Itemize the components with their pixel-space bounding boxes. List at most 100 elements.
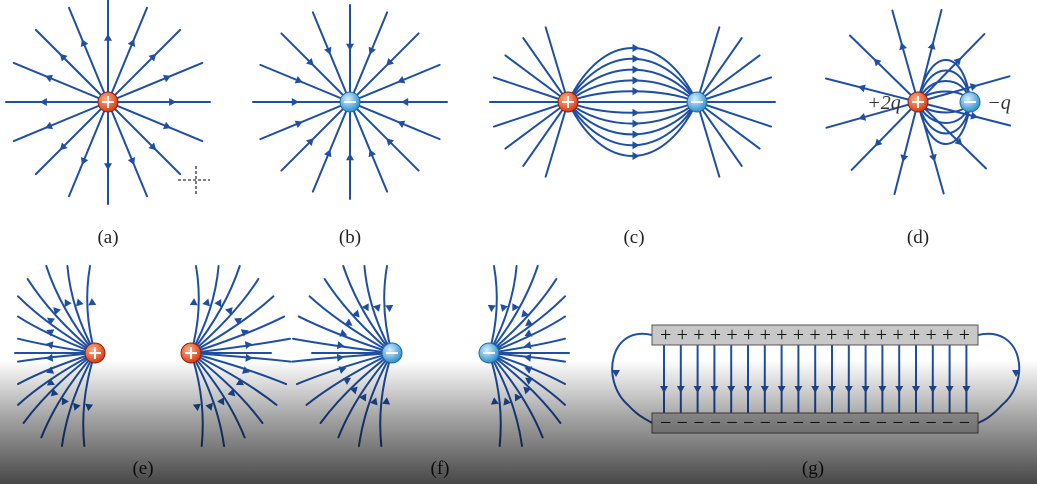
- field-f-arrow: [382, 397, 391, 405]
- field-b-line: [349, 63, 441, 103]
- field-c-outer: [696, 76, 773, 103]
- field-c-line: [567, 101, 698, 136]
- field-e-line: [190, 352, 204, 447]
- field-b-line: [349, 101, 420, 172]
- field-d-arrow: [954, 137, 963, 146]
- field-c-arrow: [632, 44, 640, 52]
- field-d-arrow: [953, 57, 962, 66]
- field-d-loop: [917, 101, 971, 145]
- field-a-arrow: [39, 98, 47, 106]
- field-e-arrow: [47, 317, 56, 326]
- field-f-line: [342, 265, 393, 354]
- field-a-arrow: [163, 74, 172, 83]
- field-a-arrow: [127, 157, 136, 166]
- field-d-arrow: [858, 113, 867, 121]
- charge-label-plus-2q: +2q: [867, 92, 901, 114]
- field-g-fringe-left: [611, 332, 653, 424]
- field-g-arrow: [945, 386, 954, 393]
- field-a-line: [12, 61, 109, 103]
- field-e-arrow: [202, 298, 210, 307]
- field-b-line: [280, 101, 351, 172]
- caption-f: (f): [431, 458, 450, 479]
- field-b-arrow: [294, 76, 303, 84]
- caption-b: (b): [339, 227, 361, 248]
- field-e-arrow: [245, 353, 253, 362]
- field-b-arrow: [324, 46, 332, 55]
- field-g-arrow: [777, 386, 786, 393]
- caption-e: (e): [132, 458, 153, 479]
- field-b-arrow: [324, 149, 332, 158]
- field-f-line: [323, 278, 393, 354]
- field-a-arrow: [148, 53, 157, 62]
- field-g-arrow: [693, 386, 702, 393]
- field-c-outer: [492, 76, 569, 103]
- field-d-line: [825, 101, 919, 129]
- field-c-outer: [544, 26, 569, 103]
- field-f-arrow: [487, 304, 496, 313]
- field-d-arrow: [873, 58, 882, 67]
- field-e-arrow: [225, 307, 233, 316]
- field-c-outer: [696, 54, 761, 103]
- field-c-arrow: [632, 152, 640, 160]
- field-f-arrow: [352, 309, 360, 318]
- field-d-loop: [917, 101, 971, 135]
- field-b-arrow: [346, 43, 354, 51]
- field-e-line: [190, 337, 291, 354]
- field-a-arrow: [44, 74, 53, 83]
- field-e-arrow: [61, 397, 69, 406]
- field-e-line: [40, 352, 96, 439]
- field-g-arrow: [760, 386, 769, 393]
- field-c-outer: [696, 26, 721, 103]
- field-e-arrow: [217, 397, 225, 406]
- field-g-arrow: [811, 386, 820, 393]
- field-b-arrow: [386, 138, 394, 146]
- field-a-arrow: [59, 53, 68, 62]
- caption-d: (d): [907, 227, 929, 248]
- field-a-arrow: [169, 98, 177, 106]
- field-b-line: [259, 101, 351, 141]
- field-c-outer: [492, 101, 569, 128]
- field-b-arrow: [397, 76, 406, 84]
- field-b-line: [349, 32, 420, 103]
- field-a-arrow: [148, 142, 157, 151]
- field-g-arrow: [844, 386, 853, 393]
- field-d-line: [824, 77, 919, 103]
- field-g-arrow: [962, 386, 971, 393]
- field-g-arrow: [660, 386, 668, 393]
- field-b-arrow: [386, 58, 394, 66]
- field-d-line: [891, 9, 919, 103]
- field-f-line: [488, 265, 539, 354]
- field-g-arrow: [928, 386, 937, 393]
- field-f-arrow: [336, 341, 345, 350]
- field-d-loop: [917, 69, 971, 103]
- field-c-outer: [522, 37, 569, 103]
- field-e-arrow: [85, 403, 94, 412]
- field-d-arrow: [899, 42, 907, 51]
- field-f-arrow: [342, 377, 351, 385]
- field-c-arrow: [632, 76, 640, 85]
- field-b-arrow: [401, 98, 409, 106]
- field-a-arrow: [59, 142, 68, 151]
- field-b-arrow: [291, 98, 299, 106]
- field-d-line: [917, 101, 987, 170]
- field-a-arrow: [80, 157, 89, 166]
- field-b-arrow: [306, 138, 314, 146]
- crosshair-cursor-icon: [178, 166, 210, 194]
- field-f-arrow: [524, 366, 533, 374]
- field-e-arrow: [205, 402, 213, 411]
- field-a-arrow: [127, 38, 136, 47]
- field-g-arrow: [744, 386, 752, 393]
- field-a-line: [107, 101, 149, 198]
- field-c-arrow: [632, 65, 640, 74]
- field-d-line: [849, 34, 919, 103]
- field-g-arrow: [861, 386, 870, 393]
- field-f-arrow: [361, 303, 369, 312]
- charge-label-minus-q: −q: [987, 92, 1011, 114]
- field-a-line: [107, 101, 204, 143]
- field-b-arrow: [306, 58, 314, 66]
- field-f-line: [488, 278, 558, 354]
- field-d-arrow: [900, 154, 909, 163]
- field-a-line: [67, 6, 109, 103]
- field-a-arrow: [104, 33, 112, 41]
- field-c-arrow: [632, 119, 640, 128]
